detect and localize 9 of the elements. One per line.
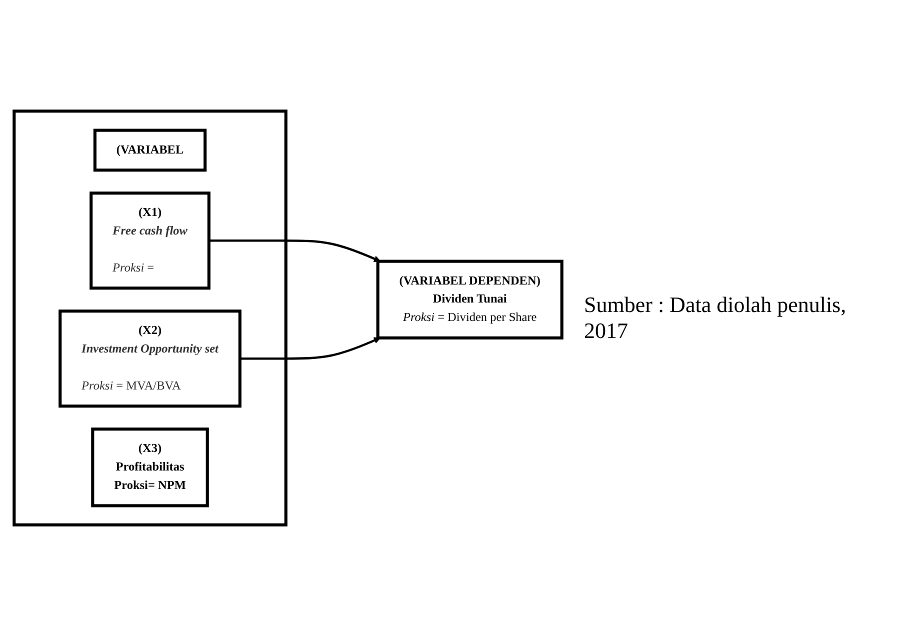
node-box: (VARIABEL DEPENDEN) Dividen Tunai Proksi = Dividen per Share — [376, 259, 564, 339]
node-box: (X2) Investment Opportunity set Proksi = MVA/BVA — [58, 309, 242, 408]
arrow — [208, 238, 381, 262]
source-note: Sumber : Data diolah penulis, 2017 — [584, 292, 848, 344]
node-box: (X1) Free cash flow Proksi = — [90, 191, 210, 290]
node-box: (X3) Profitabilitas Proksi= NPM — [91, 427, 209, 507]
arrow — [240, 336, 381, 360]
node-box: (VARIABEL — [93, 128, 207, 172]
cluster — [12, 109, 288, 526]
